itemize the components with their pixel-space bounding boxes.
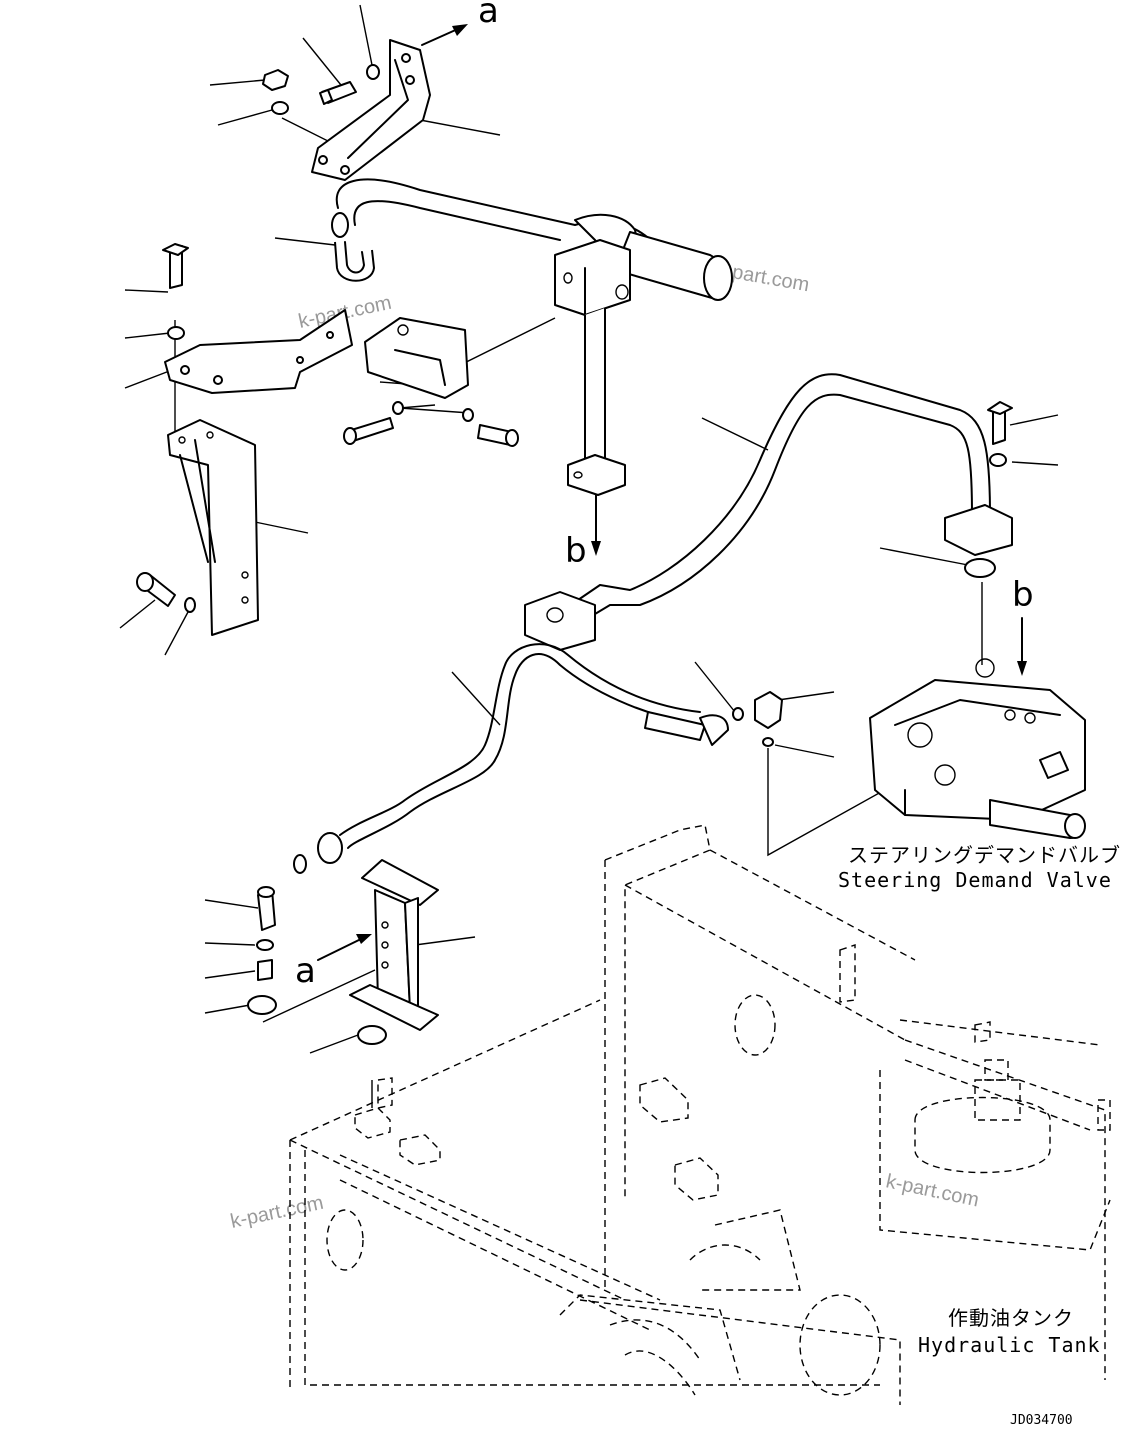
vertical-bracket [136, 419, 259, 636]
arrow-a-top-label: a [478, 0, 499, 31]
valve-pipe [524, 373, 1013, 651]
steering-valve-label-en: Steering Demand Valve [838, 868, 1112, 892]
upper-bracket [311, 39, 431, 181]
hydraulic-tank-label-en: Hydraulic Tank [918, 1333, 1101, 1357]
steering-valve-label-jp: ステアリングデマンドバルブ [848, 843, 1121, 867]
u-bolt [331, 212, 375, 282]
mid-left-bracket [162, 243, 353, 394]
arrow-b-left-label: b [565, 531, 587, 571]
arrow-b-right-label: b [1012, 575, 1034, 615]
watermark-3: k-part.com [228, 1192, 325, 1233]
arrow-a-bottom-label: a [295, 951, 316, 991]
valve-fasteners [964, 401, 1013, 578]
upper-pipe [335, 178, 733, 496]
hose [293, 643, 783, 874]
watermark-4: k-part.com [884, 1170, 981, 1211]
arrow-b-right: b [1012, 575, 1034, 676]
arrow-b-left: b [565, 494, 601, 571]
steering-demand-valve [869, 658, 1086, 839]
hydraulic-tank-label-jp: 作動油タンク [948, 1306, 1074, 1330]
arrow-a-top: a [421, 0, 499, 46]
mounting-block [343, 317, 519, 447]
diagram-code: JD034700 [1010, 1413, 1073, 1428]
stand-bracket [247, 859, 439, 1045]
arrow-a-bottom: a [295, 934, 372, 991]
machine-frame [289, 824, 1111, 1405]
top-fasteners [262, 64, 380, 115]
